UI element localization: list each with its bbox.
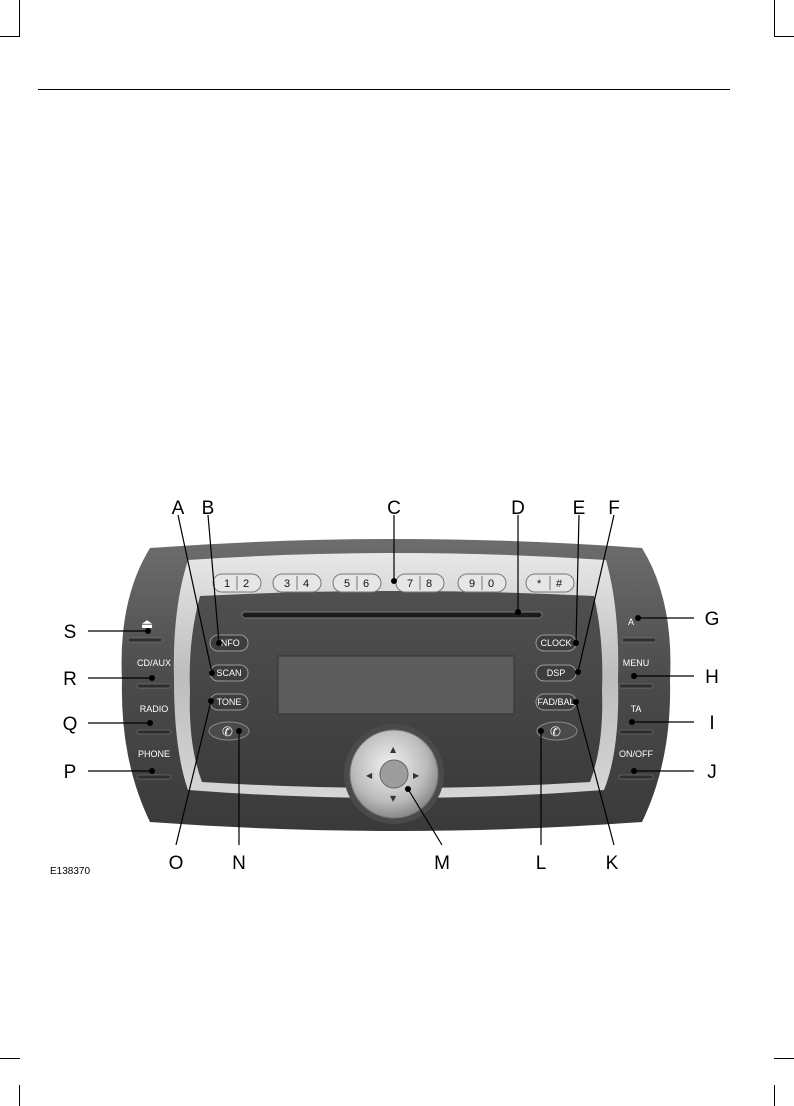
callout-p: P	[64, 762, 77, 783]
callout-m: M	[434, 853, 450, 874]
crop-mark-bottom-right	[774, 1058, 794, 1059]
side-button[interactable]	[136, 729, 172, 735]
crop-mark-bottom-left	[0, 1058, 20, 1059]
side-button[interactable]	[136, 683, 172, 689]
callout-f: F	[608, 498, 620, 519]
preset-key-label: 5	[344, 578, 350, 590]
preset-key-label: 9	[469, 578, 475, 590]
preset-key-label: #	[556, 578, 563, 590]
left-side-buttons: CD/AUX RADIO PHONE	[136, 658, 172, 780]
side-button[interactable]	[618, 683, 654, 689]
left-function-buttons: INFO SCAN TONE	[209, 634, 249, 711]
preset-keys: 1 2 3 4 5 6 7 8 9 0 * #	[212, 573, 575, 593]
callout-n: N	[232, 853, 246, 874]
nav-left-icon: ◀	[366, 771, 373, 780]
right-side-buttons: MENU TA ON/OFF	[618, 658, 654, 780]
callout-e: E	[573, 498, 586, 519]
nav-down-icon: ▼	[390, 794, 397, 803]
side-button-label: TA	[631, 704, 642, 714]
side-button[interactable]	[618, 729, 654, 735]
callout-leaders	[88, 514, 694, 846]
callout-q: Q	[63, 714, 78, 735]
crop-mark-top-left-v	[19, 0, 20, 36]
side-button[interactable]	[618, 774, 654, 780]
nav-up-icon: ▲	[390, 745, 397, 754]
phone-accept-icon: ✆	[222, 725, 233, 740]
preset-key-label: 6	[363, 578, 369, 590]
callout-h: H	[705, 667, 719, 688]
preset-key-label: *	[537, 578, 542, 590]
function-button[interactable]	[209, 634, 249, 652]
callout-j: J	[707, 762, 717, 783]
nav-right-icon: ▶	[413, 771, 420, 780]
function-button-label: TONE	[217, 697, 242, 707]
preset-key-label: 2	[243, 578, 249, 590]
figure-id: E138370	[50, 866, 90, 877]
side-button[interactable]	[136, 774, 172, 780]
function-button-label: SCAN	[216, 668, 241, 678]
crop-mark-top-right-v	[774, 0, 775, 36]
callout-a: A	[172, 498, 185, 519]
preset-key-label: 7	[407, 578, 413, 590]
function-button-label: INFO	[218, 638, 240, 648]
preset-key-label: 3	[284, 578, 290, 590]
right-top-button	[621, 637, 657, 643]
cd-slot	[241, 611, 543, 619]
side-button-label: CD/AUX	[137, 658, 171, 668]
right-top-label: A	[628, 617, 634, 627]
callout-g: G	[705, 609, 720, 630]
function-button-label: DSP	[547, 668, 566, 678]
preset-key-label: 0	[488, 578, 494, 590]
preset-key-label: 8	[426, 578, 432, 590]
callout-dots	[145, 578, 641, 792]
side-button-label: MENU	[623, 658, 650, 668]
callout-o: O	[169, 853, 184, 874]
callout-l: L	[536, 853, 547, 874]
callout-d: D	[511, 498, 525, 519]
callout-c: C	[387, 498, 401, 519]
callout-i: I	[709, 713, 714, 734]
callout-r: R	[63, 669, 77, 690]
nav-knob-center	[379, 759, 409, 789]
side-button-label: PHONE	[138, 749, 170, 759]
side-button-label: ON/OFF	[619, 749, 653, 759]
crop-mark-top-right	[774, 36, 794, 37]
right-function-buttons: CLOCK DSP FAD/BAL	[535, 634, 577, 711]
preset-key-label: 4	[303, 578, 309, 590]
eject-icon: ⏏	[141, 617, 153, 632]
crop-mark-bottom-left-v	[19, 1085, 20, 1106]
function-button-label: CLOCK	[540, 638, 571, 648]
display-screen	[277, 655, 515, 715]
crop-mark-bottom-right-v	[774, 1085, 775, 1106]
callout-k: K	[606, 853, 619, 874]
phone-end-button	[536, 721, 578, 741]
preset-key-label: 1	[224, 578, 230, 590]
header-rule	[38, 89, 730, 90]
phone-end-icon: ✆	[550, 725, 561, 740]
callout-b: B	[202, 498, 215, 519]
crop-mark-top-left	[0, 36, 20, 37]
side-button-label: RADIO	[140, 704, 169, 714]
eject-button	[127, 637, 163, 643]
function-button-label: FAD/BAL	[537, 697, 574, 707]
callout-s: S	[64, 622, 77, 643]
